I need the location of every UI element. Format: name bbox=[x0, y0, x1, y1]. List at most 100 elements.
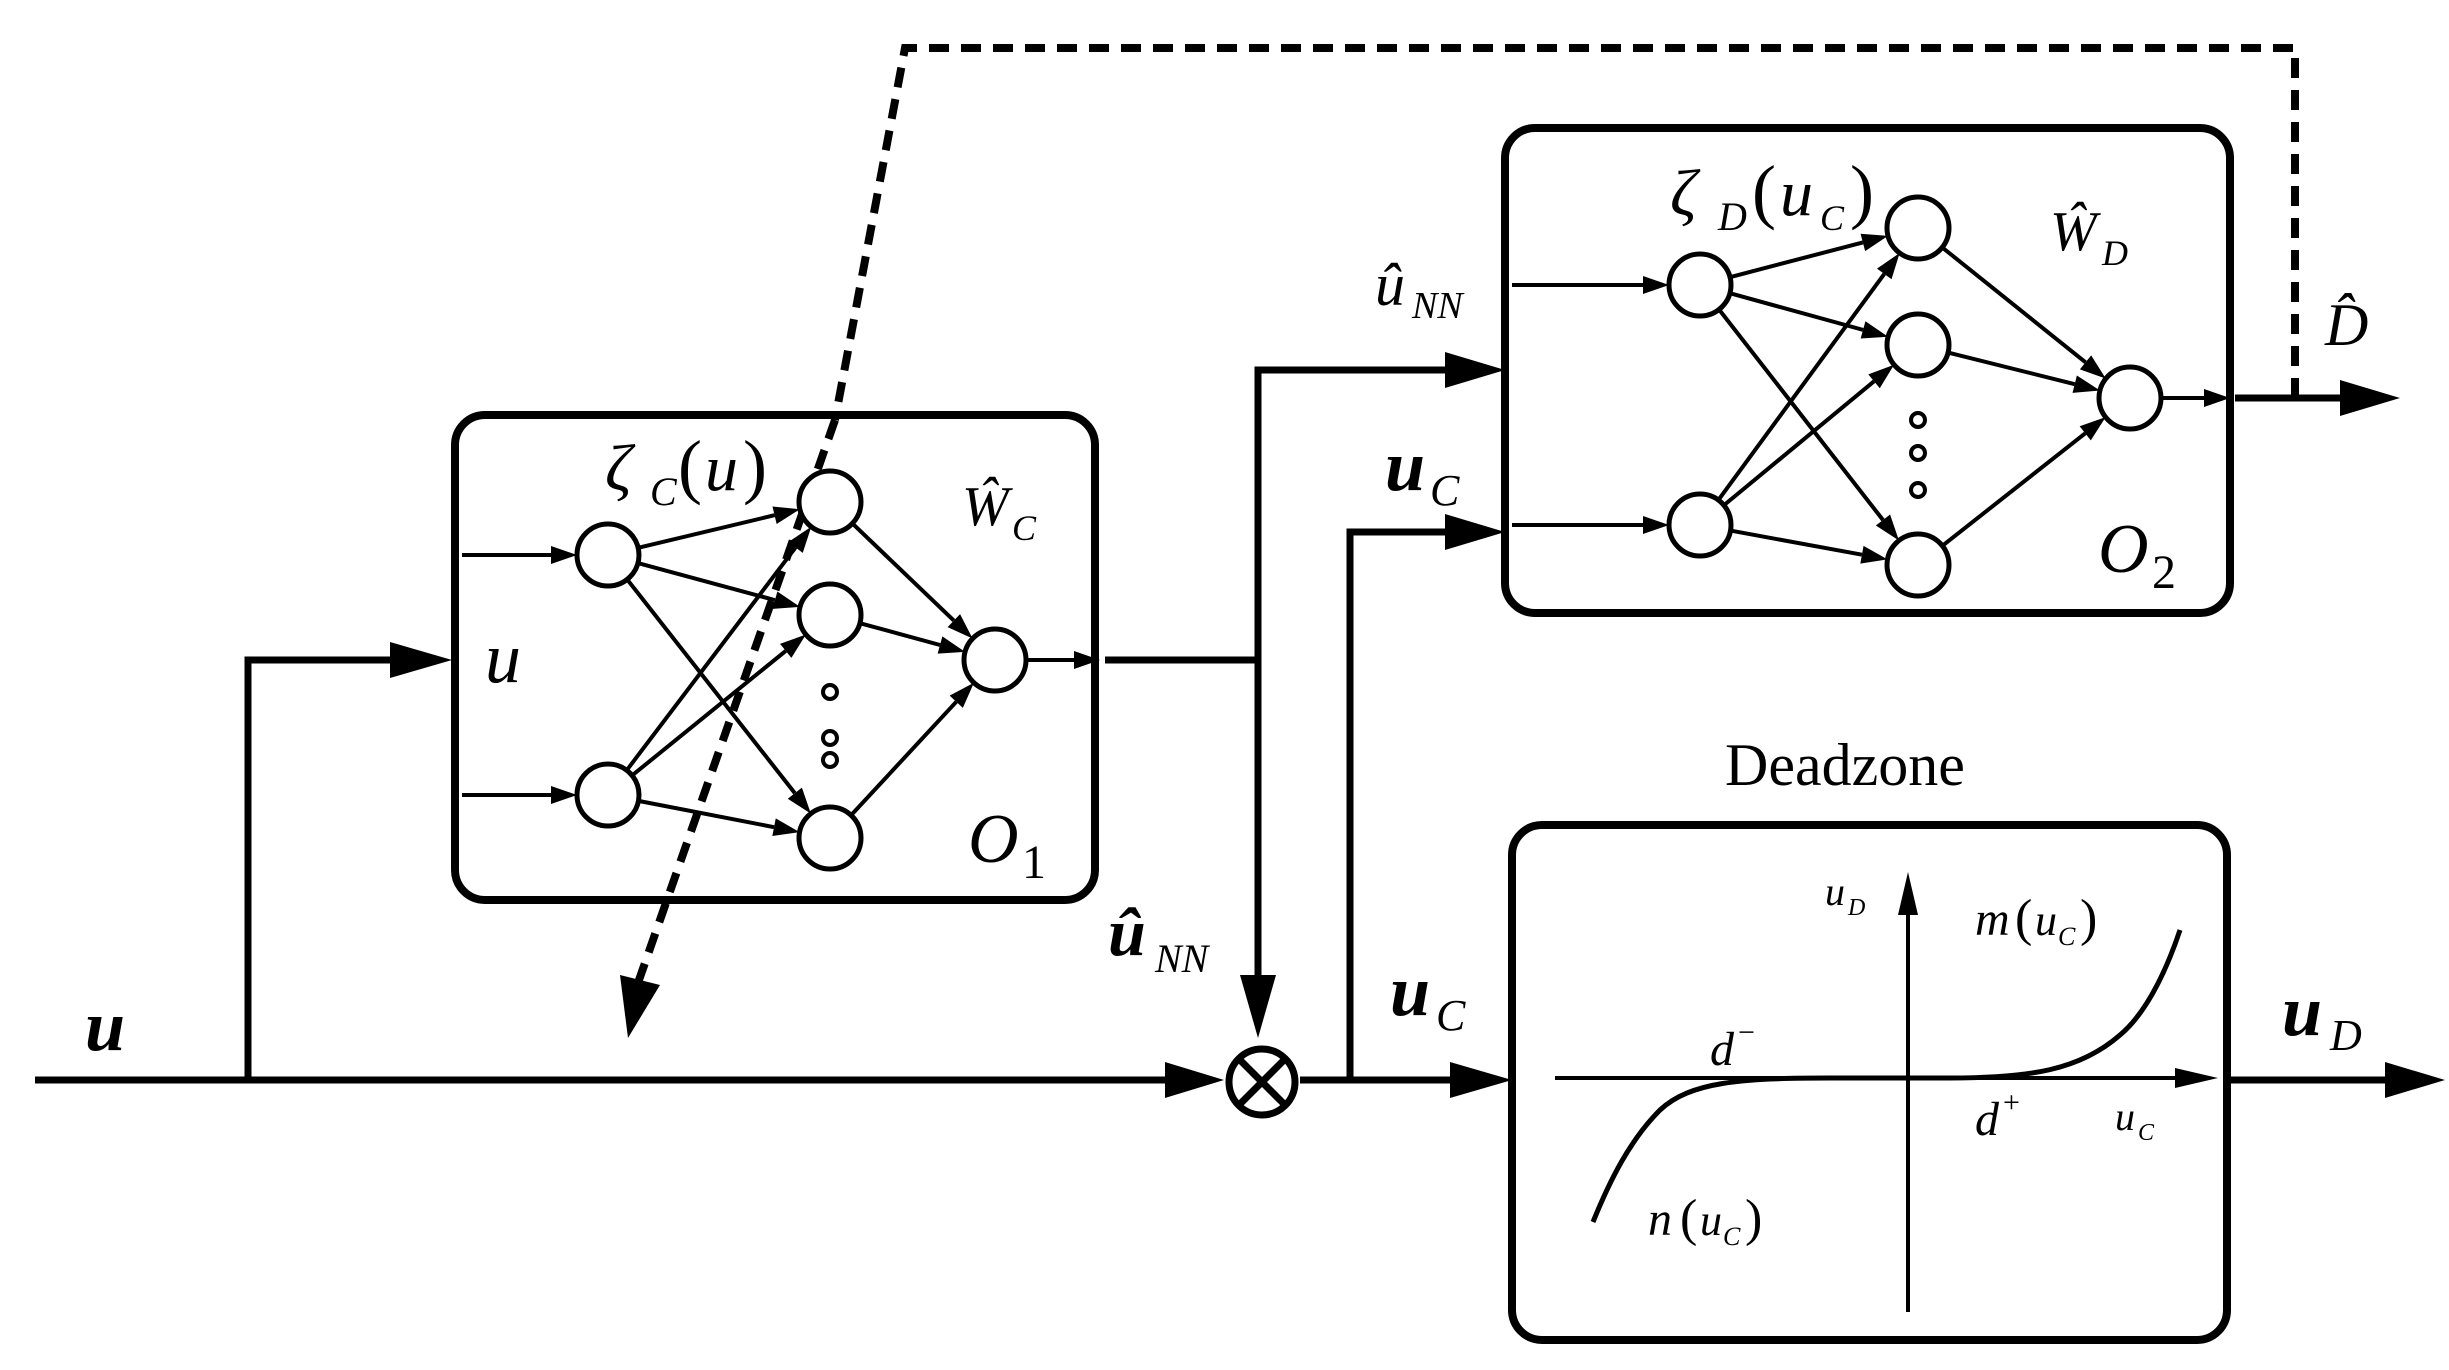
m-paren-close: ) bbox=[2080, 890, 2097, 947]
o2-network-box bbox=[1501, 124, 2234, 617]
arrowhead-to-deadzone bbox=[1450, 1062, 1512, 1098]
zeta-d-arg-sub: C bbox=[1820, 198, 1845, 238]
zeta-c-paren-close: ) bbox=[743, 426, 767, 506]
arrowhead-to-multiplier-v bbox=[1240, 975, 1276, 1038]
deadzone-box bbox=[1508, 821, 2231, 1344]
o2-sub: 2 bbox=[2152, 546, 2176, 599]
o1-neural-net bbox=[462, 468, 1100, 872]
o2-edge-in0-h1-line bbox=[1729, 291, 1864, 332]
o1-ellipsis-dot-2 bbox=[821, 751, 839, 769]
arrowhead-to-multiplier-h bbox=[1165, 1062, 1224, 1098]
w-d-hat-label: Ŵ bbox=[2050, 200, 2101, 263]
ud-axis-label: u bbox=[1825, 869, 1845, 914]
w-c-hat-label: Ŵ bbox=[962, 475, 1013, 538]
o2-input-node-1 bbox=[1666, 491, 1734, 559]
o1-sub: 1 bbox=[1022, 836, 1046, 889]
o1-ellipsis-dot-1 bbox=[821, 729, 839, 747]
o2-ellipsis-dot-1 bbox=[1909, 444, 1927, 462]
o1-edge-in0-h0-line bbox=[637, 513, 776, 550]
n-arg-sub: C bbox=[1723, 1222, 1741, 1251]
uc-axis-sub: C bbox=[2138, 1120, 2155, 1146]
o1-edge-in0-h2-head bbox=[787, 787, 811, 814]
input-u-label: u bbox=[85, 986, 125, 1066]
o1-edge-h1-out-head bbox=[937, 636, 966, 654]
u-nn-mid-label: û bbox=[1108, 894, 1146, 970]
o2-edge-h1-out-head bbox=[2072, 375, 2100, 393]
zeta-d-paren-open: ( bbox=[1752, 151, 1776, 231]
multiplier-symbol bbox=[1225, 1045, 1299, 1119]
o2-hidden-node-0 bbox=[1884, 194, 1952, 262]
o1-input-arrow-1-head bbox=[551, 786, 577, 804]
u-nn-top-label: û bbox=[1375, 252, 1405, 318]
u-c-top-sub: C bbox=[1430, 466, 1460, 515]
o2-input-arrow-1-head bbox=[1643, 516, 1669, 534]
o2-edge-in0-h2-line bbox=[1717, 308, 1885, 522]
zeta-d-paren-close: ) bbox=[1850, 151, 1874, 231]
dashed-arrowhead bbox=[620, 975, 660, 1038]
u-branch-to-o1 bbox=[244, 656, 400, 1080]
u-nn-top-sub: NN bbox=[1411, 285, 1465, 327]
o1-edge-h2-out-head bbox=[949, 682, 974, 708]
uc-to-o2-line bbox=[1346, 528, 1455, 1080]
o1-hidden-node-0 bbox=[796, 468, 864, 536]
o1-edge-h2-out-line bbox=[849, 700, 958, 817]
o1-input-node-0 bbox=[574, 521, 642, 589]
o1-edge-in1-h0-line bbox=[625, 546, 798, 772]
ud-output-label: u bbox=[2282, 971, 2322, 1051]
d-plus-label: d bbox=[1975, 1093, 2000, 1146]
zeta-c-arg: u bbox=[705, 432, 738, 505]
n-curve-label: n bbox=[1648, 1193, 1672, 1246]
w-d-sub: D bbox=[2101, 233, 2128, 273]
d-hat-label: D̂ bbox=[2324, 292, 2368, 358]
zeta-d-label: ζ bbox=[1670, 157, 1701, 230]
arrowhead-ud-out bbox=[2385, 1062, 2445, 1098]
o2-edge-h0-out-line bbox=[1940, 245, 2087, 364]
o1-network-box bbox=[451, 411, 1100, 904]
o2-edge-in1-h0-head bbox=[1877, 252, 1900, 280]
o2-edge-in0-h1-head bbox=[1860, 321, 1889, 339]
w-c-sub: C bbox=[1012, 508, 1037, 548]
ud-axis-sub: D bbox=[1847, 895, 1865, 921]
deadzone-curve-m bbox=[1908, 929, 2183, 1081]
o1-edge-h1-out-line bbox=[859, 621, 941, 647]
o2-hidden-node-2 bbox=[1884, 531, 1952, 599]
m-arg-sub: C bbox=[2058, 922, 2076, 951]
o2-neural-net bbox=[1512, 194, 2230, 599]
n-paren-open: ( bbox=[1680, 1190, 1697, 1247]
zeta-d-arg: u bbox=[1780, 157, 1813, 230]
o2-edge-in0-h0-line bbox=[1729, 240, 1864, 280]
uc-axis-label: u bbox=[2115, 1094, 2135, 1139]
o2-edge-h2-out-line bbox=[1941, 431, 2087, 548]
o1-edge-in1-h0-head bbox=[788, 526, 812, 553]
zeta-c-sub: C bbox=[650, 469, 678, 514]
o2-edge-in0-h2-head bbox=[1875, 514, 1899, 541]
deadzone-curve-n bbox=[1590, 1075, 1908, 1223]
u-nn-mid-sub: NN bbox=[1154, 936, 1211, 981]
o2-ellipsis-dot-2 bbox=[1909, 481, 1927, 499]
o1-edge-in1-h2-head bbox=[772, 818, 800, 836]
zeta-c-paren-open: ( bbox=[678, 426, 702, 506]
o1-hidden-node-1 bbox=[796, 581, 864, 649]
o2-hidden-node-1 bbox=[1884, 311, 1952, 379]
zeta-c-label: ζ bbox=[605, 432, 636, 505]
o1-edge-in1-h2-line bbox=[638, 798, 775, 830]
n-paren-close: ) bbox=[1745, 1190, 1762, 1247]
ud-output-sub: D bbox=[2329, 1011, 2362, 1060]
d-plus-sup: + bbox=[2003, 1086, 2020, 1119]
m-arg: u bbox=[2035, 896, 2057, 945]
o2-edge-h1-out-line bbox=[1947, 350, 2076, 387]
o1-input-node-1 bbox=[574, 761, 642, 829]
o2-edge-h2-out-head bbox=[2079, 417, 2106, 441]
o1-input-u-label: u bbox=[485, 618, 521, 698]
o1-input-arrow-0-head bbox=[551, 546, 577, 564]
o2-edge-in1-h1-line bbox=[1722, 379, 1876, 507]
m-curve-label: m bbox=[1975, 893, 2010, 946]
o1-edge-in0-h0-head bbox=[772, 506, 800, 524]
u-c-mid-sub: C bbox=[1436, 991, 1466, 1040]
o1-edge-h0-out-line bbox=[851, 521, 956, 623]
o2-edge-in1-h0-line bbox=[1716, 272, 1886, 502]
o1-edge-in0-h2-line bbox=[625, 578, 797, 795]
o1-edge-in1-h1-head bbox=[780, 634, 806, 658]
o1-output-node bbox=[961, 626, 1029, 694]
